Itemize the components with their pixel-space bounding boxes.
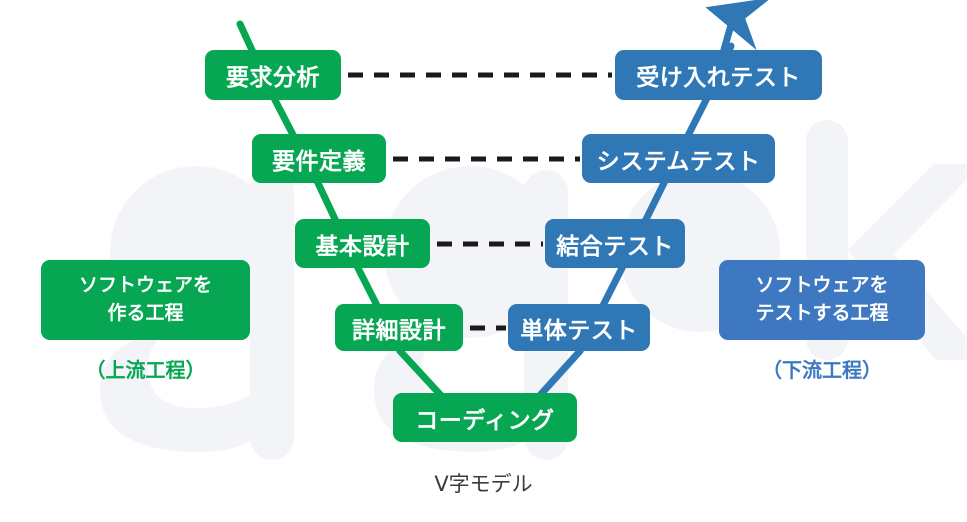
node-requirements-definition[interactable]: 要件定義 [252, 134, 386, 183]
node-coding[interactable]: コーディング [393, 393, 577, 442]
node-integration-test[interactable]: 結合テスト [545, 219, 685, 268]
node-label: 結合テスト [556, 233, 674, 260]
node-requirements-analysis[interactable]: 要求分析 [205, 50, 341, 100]
node-basic-design[interactable]: 基本設計 [295, 219, 430, 268]
node-label: 詳細設計 [352, 317, 446, 344]
node-detailed-design[interactable]: 詳細設計 [335, 304, 463, 351]
node-system-test[interactable]: システムテスト [582, 134, 775, 183]
legend-upstream-box: ソフトウェアを 作る工程 [41, 260, 250, 340]
node-label: 基本設計 [315, 233, 410, 260]
node-label: 要件定義 [272, 148, 366, 175]
node-label: 単体テスト [520, 317, 638, 344]
node-label: 要求分析 [226, 65, 320, 91]
node-label: コーディング [415, 407, 555, 434]
legend-downstream-text: ソフトウェアを テストする工程 [755, 274, 889, 324]
legend-downstream-caption: （下流工程） [762, 358, 882, 382]
figure-caption: V字モデル [434, 472, 533, 496]
node-label: 受け入れテスト [636, 65, 801, 91]
legend-upstream-text: ソフトウェアを 作る工程 [78, 274, 212, 324]
node-acceptance-test[interactable]: 受け入れテスト [615, 50, 822, 100]
legend-downstream-box: ソフトウェアを テストする工程 [719, 260, 925, 340]
legend-upstream-caption: （上流工程） [85, 358, 206, 382]
node-label: システムテスト [596, 148, 761, 175]
node-unit-test[interactable]: 単体テスト [508, 304, 650, 351]
